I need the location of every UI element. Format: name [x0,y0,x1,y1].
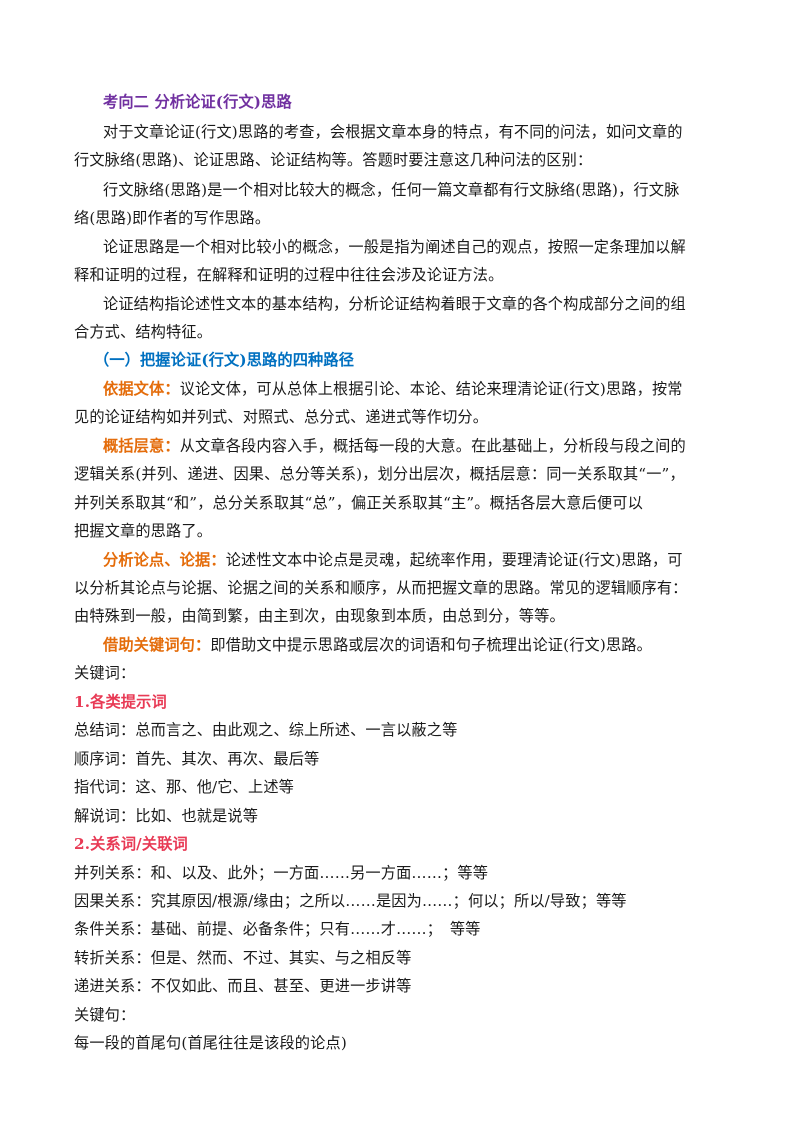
category-title: 1.各类提示词 [74,693,167,711]
path-line: 以分析其论点与论据、论据之间的关系和顺序，从而把握文章的思路。常见的逻辑顺序有： [74,579,688,597]
list-item: 顺序词：首先、其次、再次、最后等 [74,750,320,768]
path-line: 分析论点、论据：论述性文本中论点是灵魂，起统率作用，要理清论证(行文)思路，可 [103,550,683,570]
paragraph-line: 论证思路是一个相对比较小的概念，一般是指为阐述自己的观点，按照一定条理加以解 [103,238,686,256]
path-line: 把握文章的思路了。 [74,522,213,540]
path-label: 概括层意： [103,437,180,455]
list-item: 解说词：比如、也就是说等 [74,807,259,825]
list-item: 总结词：总而言之、由此观之、综上所述、一言以蔽之等 [74,721,458,739]
list-item: 因果关系：究其原因/根源/缘由；之所以……是因为……；何以；所以/导致；等等 [74,892,627,910]
key-sentences-text: 每一段的首尾句(首尾往往是该段的论点) [74,1034,347,1052]
category-title: 2.关系词/关联词 [74,835,188,853]
list-item: 转折关系：但是、然而、不过、其实、与之相反等 [74,949,412,967]
keywords-label: 关键词： [74,664,136,682]
paragraph-line: 行文脉络(思路)是一个相对比较大的概念，任何一篇文章都有行文脉络(思路)，行文脉 [103,181,680,199]
list-item: 指代词：这、那、他/它、上述等 [74,778,294,796]
path-text: 论述性文本中论点是灵魂，起统率作用，要理清论证(行文)思路，可 [225,551,683,569]
section-title: 考向二 分析论证(行文)思路 [103,93,292,111]
path-label: 借助关键词句： [103,636,211,654]
path-line: 概括层意：从文章各段内容入手，概括每一段的大意。在此基础上，分析段与段之间的 [103,436,686,456]
list-item: 并列关系：和、以及、此外；一方面……另一方面……；等等 [74,864,489,882]
list-item: 递进关系：不仅如此、而且、甚至、更进一步讲等 [74,977,412,995]
subheading: （一）把握论证(行文)思路的四种路径 [94,351,355,369]
path-line: 由特殊到一般，由简到繁，由主到次，由现象到本质，由总到分，等等。 [74,607,565,625]
path-line: 逻辑关系(并列、递进、因果、总分等关系)，划分出层次，概括层意：同一关系取其“一… [74,465,685,483]
path-text: 从文章各段内容入手，概括每一段的大意。在此基础上，分析段与段之间的 [179,437,686,455]
key-sentences-label: 关键句： [74,1006,136,1024]
path-line: 借助关键词句：即借助文中提示思路或层次的词语和句子梳理出论证(行文)思路。 [103,635,652,655]
path-line: 见的论证结构如并列式、对照式、总分式、递进式等作切分。 [74,408,489,426]
list-item: 条件关系：基础、前提、必备条件；只有……才……； 等等 [74,920,481,938]
paragraph-line: 释和证明的过程，在解释和证明的过程中往往会涉及论证方法。 [74,266,504,284]
paragraph-line: 络(思路)即作者的写作思路。 [74,209,271,227]
path-label: 分析论点、论据： [103,551,226,569]
paragraph-line: 合方式、结构特征。 [74,323,213,341]
paragraph-line: 论证结构指论述性文本的基本结构，分析论证结构着眼于文章的各个构成部分之间的组 [103,295,686,313]
path-label: 依据文体： [103,380,180,398]
path-line: 依据文体：议论文体，可从总体上根据引论、本论、结论来理清论证(行文)思路，按常 [103,379,683,399]
path-text: 即借助文中提示思路或层次的词语和句子梳理出论证(行文)思路。 [210,636,652,654]
path-line: 并列关系取其“和”，总分关系取其“总”，偏正关系取其“主”。概括各层大意后便可以 [74,494,643,512]
paragraph-line: 行文脉络(思路)、论证思路、论证结构等。答题时要注意这几种问法的区别： [74,151,593,169]
paragraph-line: 对于文章论证(行文)思路的考查，会根据文章本身的特点，有不同的问法，如问文章的 [103,123,683,141]
path-text: 议论文体，可从总体上根据引论、本论、结论来理清论证(行文)思路，按常 [179,380,683,398]
